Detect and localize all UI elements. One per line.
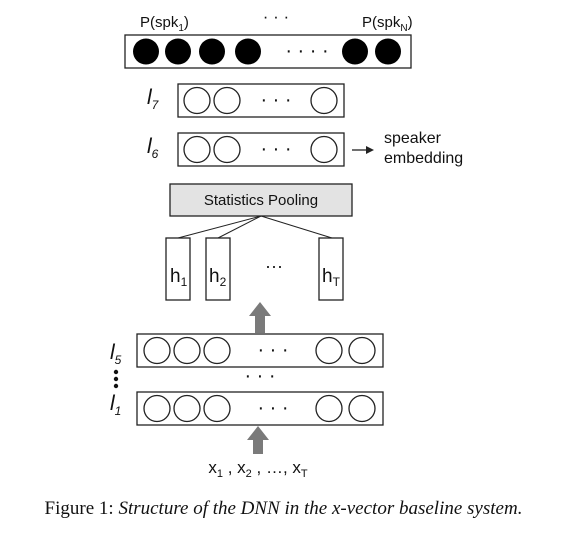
layer-l6-dots: · · · <box>260 138 291 160</box>
layer-l5-dots: · · · <box>257 339 288 361</box>
neuron <box>315 336 343 365</box>
figure-caption: Figure 1: Structure of the DNN in the x-… <box>0 498 567 520</box>
frame-label-hT: hT <box>322 266 341 289</box>
layer-l1-dots: · · · <box>257 397 288 419</box>
neuron <box>348 336 376 365</box>
input-sequence-label: x1 , x2 , …, xT <box>208 458 308 480</box>
input-up-arrow <box>247 426 269 454</box>
frame-up-arrow <box>249 302 271 333</box>
output-layer-dots: · · · · <box>285 40 328 62</box>
layer-l6: · · · <box>177 132 345 167</box>
pooling-connections <box>177 215 333 239</box>
frames-dots: ··· <box>265 256 283 276</box>
output-layer: · · · · <box>124 34 412 69</box>
neuron <box>143 336 171 365</box>
embedding-label-line1: speaker <box>384 130 442 147</box>
output-neuron <box>133 38 159 65</box>
output-neuron <box>199 38 225 65</box>
frame-box-h2 <box>205 237 231 301</box>
output-neuron <box>375 38 401 65</box>
layer-l5: · · · <box>136 333 384 368</box>
neuron <box>203 394 231 423</box>
frame-box-hT <box>318 237 344 301</box>
caption-prefix: Figure 1: <box>44 498 119 519</box>
layer-label-l7: l7 <box>147 86 160 112</box>
layer-l7: · · · <box>177 83 345 118</box>
statistics-pooling-label: Statistics Pooling <box>204 192 318 209</box>
neuron <box>203 336 231 365</box>
output-neuron <box>342 38 368 65</box>
output-label-dots: · · · <box>263 7 289 26</box>
neuron <box>213 135 241 164</box>
neuron <box>213 86 241 115</box>
between-layers-dots: · · · <box>244 365 275 387</box>
output-label-first: P(spk1) <box>140 14 189 34</box>
frame-label-h1: h1 <box>170 266 188 289</box>
layers-vertical-dots <box>113 369 119 389</box>
output-neuron <box>235 38 261 65</box>
layer-l1: · · · <box>136 391 384 426</box>
neuron <box>183 135 211 164</box>
neuron <box>173 336 201 365</box>
embedding-arrow <box>352 146 374 154</box>
neuron <box>348 394 376 423</box>
neuron <box>173 394 201 423</box>
caption-text: Structure of the DNN in the x-vector bas… <box>118 498 523 519</box>
neuron <box>315 394 343 423</box>
output-neuron <box>165 38 191 65</box>
frame-box-h1 <box>165 237 191 301</box>
layer-label-l1: l1 <box>110 392 121 418</box>
output-label-last: P(spkN) <box>362 14 413 34</box>
neuron <box>143 394 171 423</box>
frame-label-h2: h2 <box>209 266 227 289</box>
neuron <box>310 86 338 115</box>
layer-l7-dots: · · · <box>260 89 291 111</box>
neuron <box>310 135 338 164</box>
layer-label-l6: l6 <box>147 135 159 161</box>
statistics-pooling-box <box>169 183 353 217</box>
neuron <box>183 86 211 115</box>
layer-label-l5: l5 <box>110 341 122 367</box>
embedding-label-line2: embedding <box>384 150 463 167</box>
